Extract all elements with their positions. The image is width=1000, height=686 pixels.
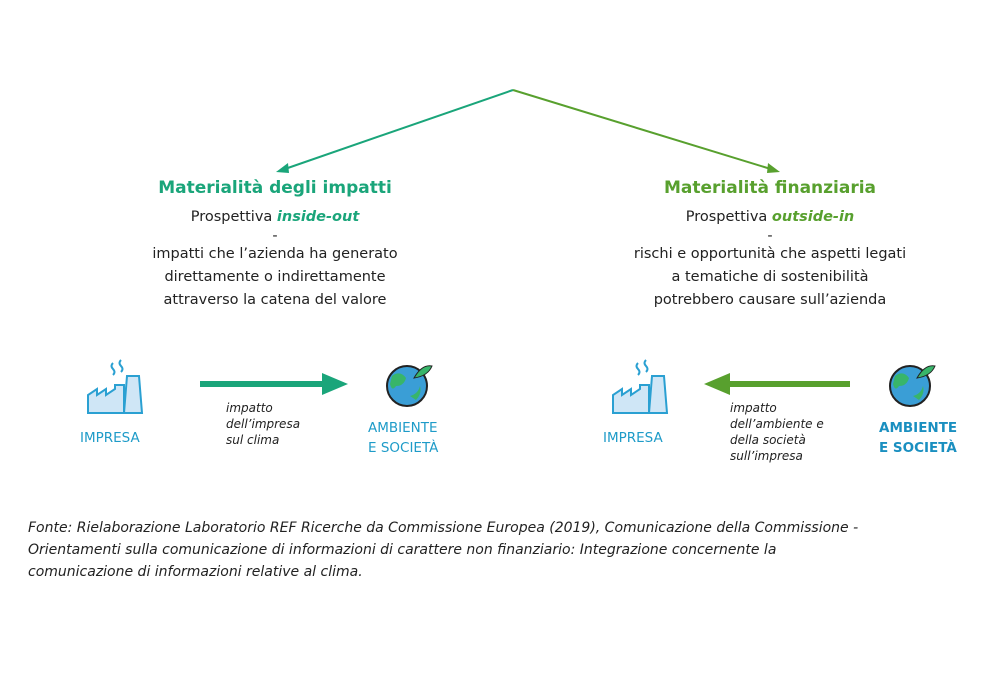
financial-arrowhead: [704, 373, 730, 395]
financial-materiality-block: Materialità finanziaria Prospettiva outs…: [600, 178, 940, 312]
globe-icon-right: [889, 365, 936, 407]
source-line: Fonte: Rielaborazione Laboratorio REF Ri…: [28, 520, 859, 536]
impact-arrowhead: [322, 373, 348, 395]
financial-arrow-label: impatto dell’ambiente e della società su…: [730, 400, 824, 464]
financial-materiality-title: Materialità finanziaria: [663, 178, 877, 198]
factory-icon-right: [612, 359, 669, 414]
perspective-prefix: Prospettiva: [685, 209, 772, 225]
globe-icon-left: [386, 365, 433, 407]
impact-materiality-title: Materialità degli impatti: [158, 178, 392, 198]
impresa-label-right: IMPRESA: [603, 430, 663, 446]
arrow-label-line: impatto: [730, 401, 777, 415]
source-line: comunicazione di informazioni relative a…: [28, 564, 363, 580]
source-line: Orientamenti sulla comunicazione di info…: [28, 542, 777, 558]
dash: -: [272, 228, 278, 244]
ambiente-label-right: AMBIENTE E SOCIETÀ: [879, 418, 957, 458]
branch-left-line: [281, 89, 514, 171]
label-line: AMBIENTE: [879, 420, 958, 436]
branch-right-line: [512, 89, 775, 171]
arrow-label-line: sull’impresa: [730, 449, 803, 463]
impresa-label-left: IMPRESA: [80, 430, 140, 446]
financial-desc-2: a tematiche di sostenibilità: [671, 269, 869, 285]
impact-arrow-label: impatto dell’impresa sul clima: [226, 400, 300, 448]
factory-icon-left: [87, 359, 144, 414]
perspective-prefix: Prospettiva: [190, 209, 277, 225]
financial-desc-1: rischi e opportunità che aspetti legati: [633, 246, 907, 262]
ambiente-label-left: AMBIENTE E SOCIETÀ: [368, 418, 438, 458]
perspective-term: outside-in: [771, 209, 855, 225]
branch-right-arrowhead: [767, 163, 780, 173]
financial-perspective: Prospettiva outside-in: [600, 206, 940, 229]
label-line: AMBIENTE: [368, 420, 438, 436]
perspective-term: inside-out: [276, 209, 360, 225]
arrow-label-line: della società: [730, 433, 806, 447]
arrow-label-line: sul clima: [226, 433, 280, 447]
impact-perspective: Prospettiva inside-out: [110, 206, 440, 229]
financial-desc-3: potrebbero causare sull’azienda: [653, 292, 887, 308]
impact-desc-1: impatti che l’azienda ha generato: [152, 246, 398, 262]
impact-materiality-block: Materialità degli impatti Prospettiva in…: [110, 178, 440, 312]
branch-left-arrowhead: [276, 163, 289, 173]
label-line: E SOCIETÀ: [879, 440, 957, 456]
arrow-label-line: dell’impresa: [226, 417, 301, 431]
source-note: Fonte: Rielaborazione Laboratorio REF Ri…: [28, 517, 998, 583]
dash: -: [767, 228, 773, 244]
label-line: E SOCIETÀ: [368, 440, 439, 456]
impact-desc-3: attraverso la catena del valore: [163, 292, 387, 308]
impact-desc-2: direttamente o indirettamente: [164, 269, 386, 285]
arrow-label-line: dell’ambiente e: [730, 417, 824, 431]
arrow-label-line: impatto: [226, 401, 273, 415]
